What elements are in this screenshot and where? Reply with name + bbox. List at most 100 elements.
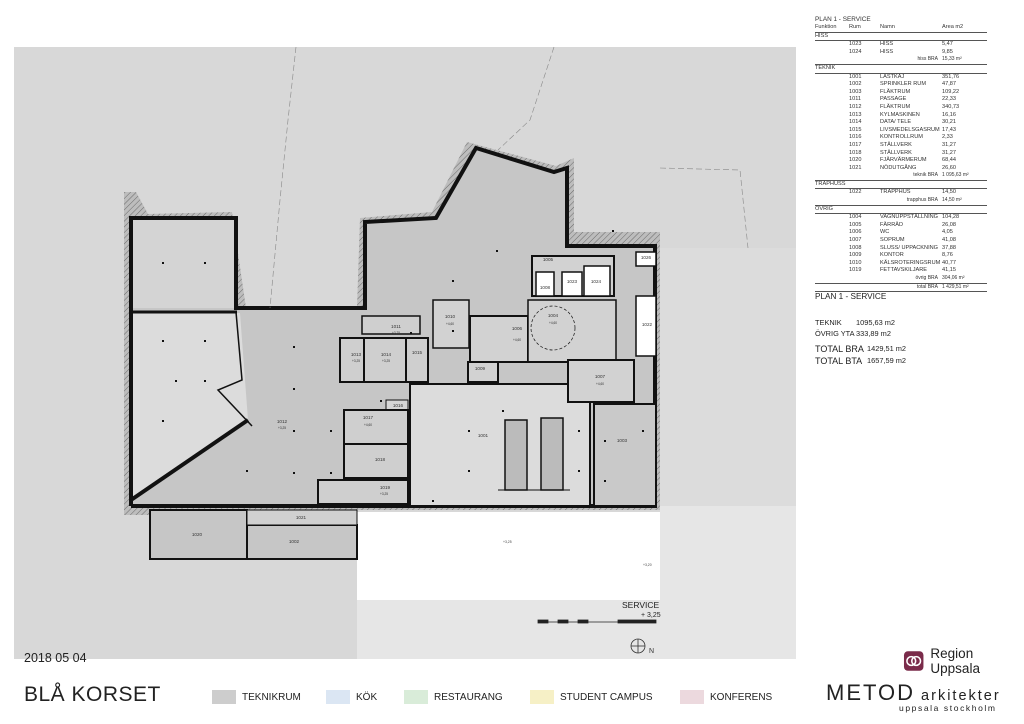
office-logo: METOD arkitekter (826, 680, 1001, 706)
column-marker (246, 420, 248, 422)
service-level: + 3,25 (641, 612, 661, 619)
table-cell: 1018 (849, 149, 862, 156)
column-marker (175, 380, 177, 382)
legend-swatch (680, 690, 704, 704)
legend-swatch (404, 690, 428, 704)
table-cell: 41,15 (942, 267, 956, 274)
room-label: 1019 (380, 485, 391, 490)
summary-value: 1095,63 m2 (856, 318, 896, 327)
table-cell: 1001 (849, 73, 862, 80)
legend-student-campus: STUDENT CAMPUS (530, 690, 653, 704)
room-1002 (246, 524, 358, 560)
legend-swatch (212, 690, 236, 704)
legend-label: STUDENT CAMPUS (560, 691, 653, 703)
summary-key: TOTAL BRA (815, 344, 864, 354)
level-label: +3,25 (278, 426, 286, 430)
table-cell: 1019 (849, 267, 862, 274)
column-marker (293, 346, 295, 348)
table-cell: 2,33 (942, 134, 953, 141)
table-cell: SLUSS/ UPPACKNING (880, 244, 939, 251)
level-mark-street: +3,20 (643, 563, 652, 567)
room-label: 1006 (512, 326, 523, 331)
column-marker (330, 430, 332, 432)
table-cell: 1009 (849, 252, 862, 259)
room-1011 (361, 315, 421, 335)
table-row: 1009 KONTOR 8,76 (815, 252, 987, 260)
room-1021 (246, 509, 358, 526)
level-label: +3,25 (382, 359, 390, 363)
room-label: 1014 (381, 352, 392, 357)
area-summary: PLAN 1 - SERVICE TEKNIK 1095,63 m2 ÖVRIG… (815, 292, 1005, 367)
summary-row-ovrig: ÖVRIG YTA 333,89 m2 (815, 328, 1005, 339)
room-1023 (561, 271, 583, 297)
table-cell: 1023 (849, 41, 862, 48)
table-cell: 4,05 (942, 229, 953, 236)
section-sum-value: 304,06 m² (942, 275, 965, 281)
level-label: +4,60 (549, 321, 557, 325)
table-cell: 1011 (849, 96, 862, 103)
service-label: SERVICE (622, 600, 659, 610)
total-value: 1 429,51 m² (942, 283, 969, 290)
room-1015 (405, 337, 429, 383)
table-cell-funktion (815, 134, 849, 142)
table-cell: DATA/ TELE (880, 119, 912, 126)
table-cell: 1007 (849, 237, 862, 244)
table-cell: FJÄRVÄRMERUM (880, 157, 927, 164)
office-name: METOD (826, 680, 916, 705)
table-cell: 22,33 (942, 96, 956, 103)
table-cell-funktion (815, 267, 849, 275)
area-table-total: total BRA 1 429,51 m² (815, 284, 987, 293)
table-cell: 37,88 (942, 244, 956, 251)
col-header-funktion: Funktion (815, 24, 837, 30)
table-cell-funktion (815, 157, 849, 165)
column-marker (204, 380, 206, 382)
region-uppsala-icon (903, 651, 924, 671)
column-marker (642, 430, 644, 432)
room-label: 1010 (445, 314, 456, 319)
table-cell-funktion (815, 104, 849, 112)
room-1004 (527, 299, 617, 363)
legend-restaurang: RESTAURANG (404, 690, 503, 704)
summary-key: TEKNIK (815, 318, 842, 327)
outer-wall (129, 145, 657, 508)
office-sub: arkitekter (921, 688, 1001, 704)
room-label: 1017 (363, 415, 374, 420)
table-cell-funktion (815, 150, 849, 158)
table-cell: 1013 (849, 111, 862, 118)
table-cell: LIVSMEDELSGASRUM (880, 126, 940, 133)
table-cell: 1020 (849, 157, 862, 164)
table-cell: 104,28 (942, 214, 960, 221)
room-label: 1001 (478, 433, 489, 438)
table-cell-funktion (815, 81, 849, 89)
column-marker (604, 440, 606, 442)
table-cell-funktion (815, 112, 849, 120)
table-cell-funktion (815, 142, 849, 150)
table-cell: 8,76 (942, 252, 953, 259)
table-cell: 47,87 (942, 81, 956, 88)
table-cell: KONTOR (880, 252, 904, 259)
room-label: 1020 (192, 532, 203, 537)
table-cell: 1005 (849, 221, 862, 228)
table-cell-funktion (815, 96, 849, 104)
table-cell: 41,08 (942, 237, 956, 244)
summary-row-teknik: TEKNIK 1095,63 m2 (815, 317, 1005, 328)
area-table-title: PLAN 1 - SERVICE (815, 16, 871, 23)
column-marker (496, 250, 498, 252)
room-label: 1012 (277, 419, 288, 424)
table-cell-funktion (815, 89, 849, 97)
level-label: +4,60 (364, 423, 372, 427)
wall-diagonal (129, 418, 250, 502)
room-1019 (317, 479, 409, 505)
summary-key: TOTAL BTA (815, 356, 863, 366)
table-cell: 1017 (849, 141, 862, 148)
column-marker (452, 330, 454, 332)
column-marker (468, 430, 470, 432)
table-cell: 14,50 (942, 189, 956, 196)
table-cell: FÄRRÄD (880, 221, 903, 228)
table-cell: 31,27 (942, 149, 956, 156)
